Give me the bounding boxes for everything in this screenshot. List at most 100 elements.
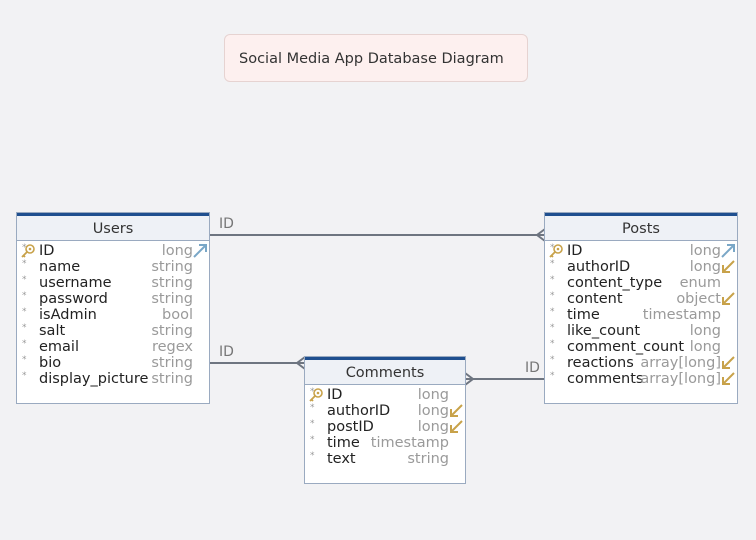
- required-marker: *: [22, 243, 27, 253]
- required-marker: *: [550, 355, 555, 365]
- required-marker: *: [550, 371, 555, 381]
- required-marker: *: [310, 387, 315, 397]
- required-marker: *: [22, 307, 27, 317]
- field-type: long: [417, 419, 449, 435]
- table-posts-header[interactable]: Posts: [545, 213, 737, 241]
- required-marker: *: [550, 339, 555, 349]
- field-name: authorID: [327, 403, 391, 419]
- required-marker: *: [22, 259, 27, 269]
- field-type: string: [151, 275, 193, 291]
- field-name: comment_count: [567, 339, 685, 355]
- field-type: long: [689, 259, 721, 275]
- reference-incoming-icon[interactable]: [720, 259, 736, 275]
- reference-incoming-icon[interactable]: [720, 371, 736, 387]
- field-row[interactable]: * content_type enum: [545, 275, 737, 291]
- crowfoot-comments-right: [464, 372, 475, 386]
- field-row[interactable]: * reactions array[long]: [545, 355, 737, 371]
- reference-outgoing-icon[interactable]: [192, 243, 208, 259]
- reference-incoming-icon[interactable]: [720, 291, 736, 307]
- field-row[interactable]: * isAdmin bool: [17, 307, 209, 323]
- required-marker: *: [550, 291, 555, 301]
- required-marker: *: [310, 451, 315, 461]
- field-name: postID: [327, 419, 374, 435]
- field-name: salt: [39, 323, 66, 339]
- table-posts[interactable]: Posts * ID long * authorID long * content_type e…: [544, 212, 738, 404]
- field-type: object: [676, 291, 721, 307]
- field-name: content_type: [567, 275, 663, 291]
- field-row[interactable]: * text string: [305, 451, 465, 467]
- title-note[interactable]: Social Media App Database Diagram: [224, 34, 528, 82]
- required-marker: *: [22, 371, 27, 381]
- field-name: ID: [567, 243, 583, 259]
- field-type: long: [689, 323, 721, 339]
- table-users-header[interactable]: Users: [17, 213, 209, 241]
- field-type: timestamp: [642, 307, 721, 323]
- table-comments-header[interactable]: Comments: [305, 357, 465, 385]
- field-type: long: [417, 403, 449, 419]
- field-name: bio: [39, 355, 62, 371]
- required-marker: *: [550, 275, 555, 285]
- field-type: bool: [162, 307, 193, 323]
- field-name: display_picture: [39, 371, 149, 387]
- required-marker: *: [550, 259, 555, 269]
- field-name: text: [327, 451, 356, 467]
- field-row[interactable]: * time timestamp: [545, 307, 737, 323]
- field-name: like_count: [567, 323, 641, 339]
- field-row[interactable]: * time timestamp: [305, 435, 465, 451]
- reference-incoming-icon[interactable]: [448, 403, 464, 419]
- required-marker: *: [310, 435, 315, 445]
- reference-incoming-icon[interactable]: [720, 355, 736, 371]
- field-name: time: [327, 435, 360, 451]
- link-label-users-comments: ID: [219, 344, 234, 360]
- field-name: isAdmin: [39, 307, 97, 323]
- reference-outgoing-icon[interactable]: [720, 243, 736, 259]
- field-row[interactable]: * authorID long: [545, 259, 737, 275]
- crowfoot-posts: [535, 228, 546, 242]
- field-row[interactable]: * username string: [17, 275, 209, 291]
- field-type: regex: [151, 339, 193, 355]
- required-marker: *: [22, 291, 27, 301]
- field-name: username: [39, 275, 112, 291]
- field-name: time: [567, 307, 600, 323]
- primary-key-icon: [309, 388, 323, 402]
- primary-key-icon: [21, 244, 35, 258]
- field-row[interactable]: * ID long: [545, 243, 737, 259]
- field-type: string: [407, 451, 449, 467]
- field-name: ID: [327, 387, 343, 403]
- field-name: authorID: [567, 259, 631, 275]
- required-marker: *: [550, 307, 555, 317]
- reference-incoming-icon[interactable]: [448, 419, 464, 435]
- required-marker: *: [550, 243, 555, 253]
- field-type: timestamp: [370, 435, 449, 451]
- field-type: array[long]: [640, 355, 721, 371]
- field-type: long: [161, 243, 193, 259]
- field-type: long: [689, 243, 721, 259]
- field-name: name: [39, 259, 81, 275]
- field-type: enum: [679, 275, 721, 291]
- field-name: reactions: [567, 355, 634, 371]
- required-marker: *: [310, 403, 315, 413]
- field-row[interactable]: * authorID long: [305, 403, 465, 419]
- field-type: string: [151, 371, 193, 387]
- required-marker: *: [22, 275, 27, 285]
